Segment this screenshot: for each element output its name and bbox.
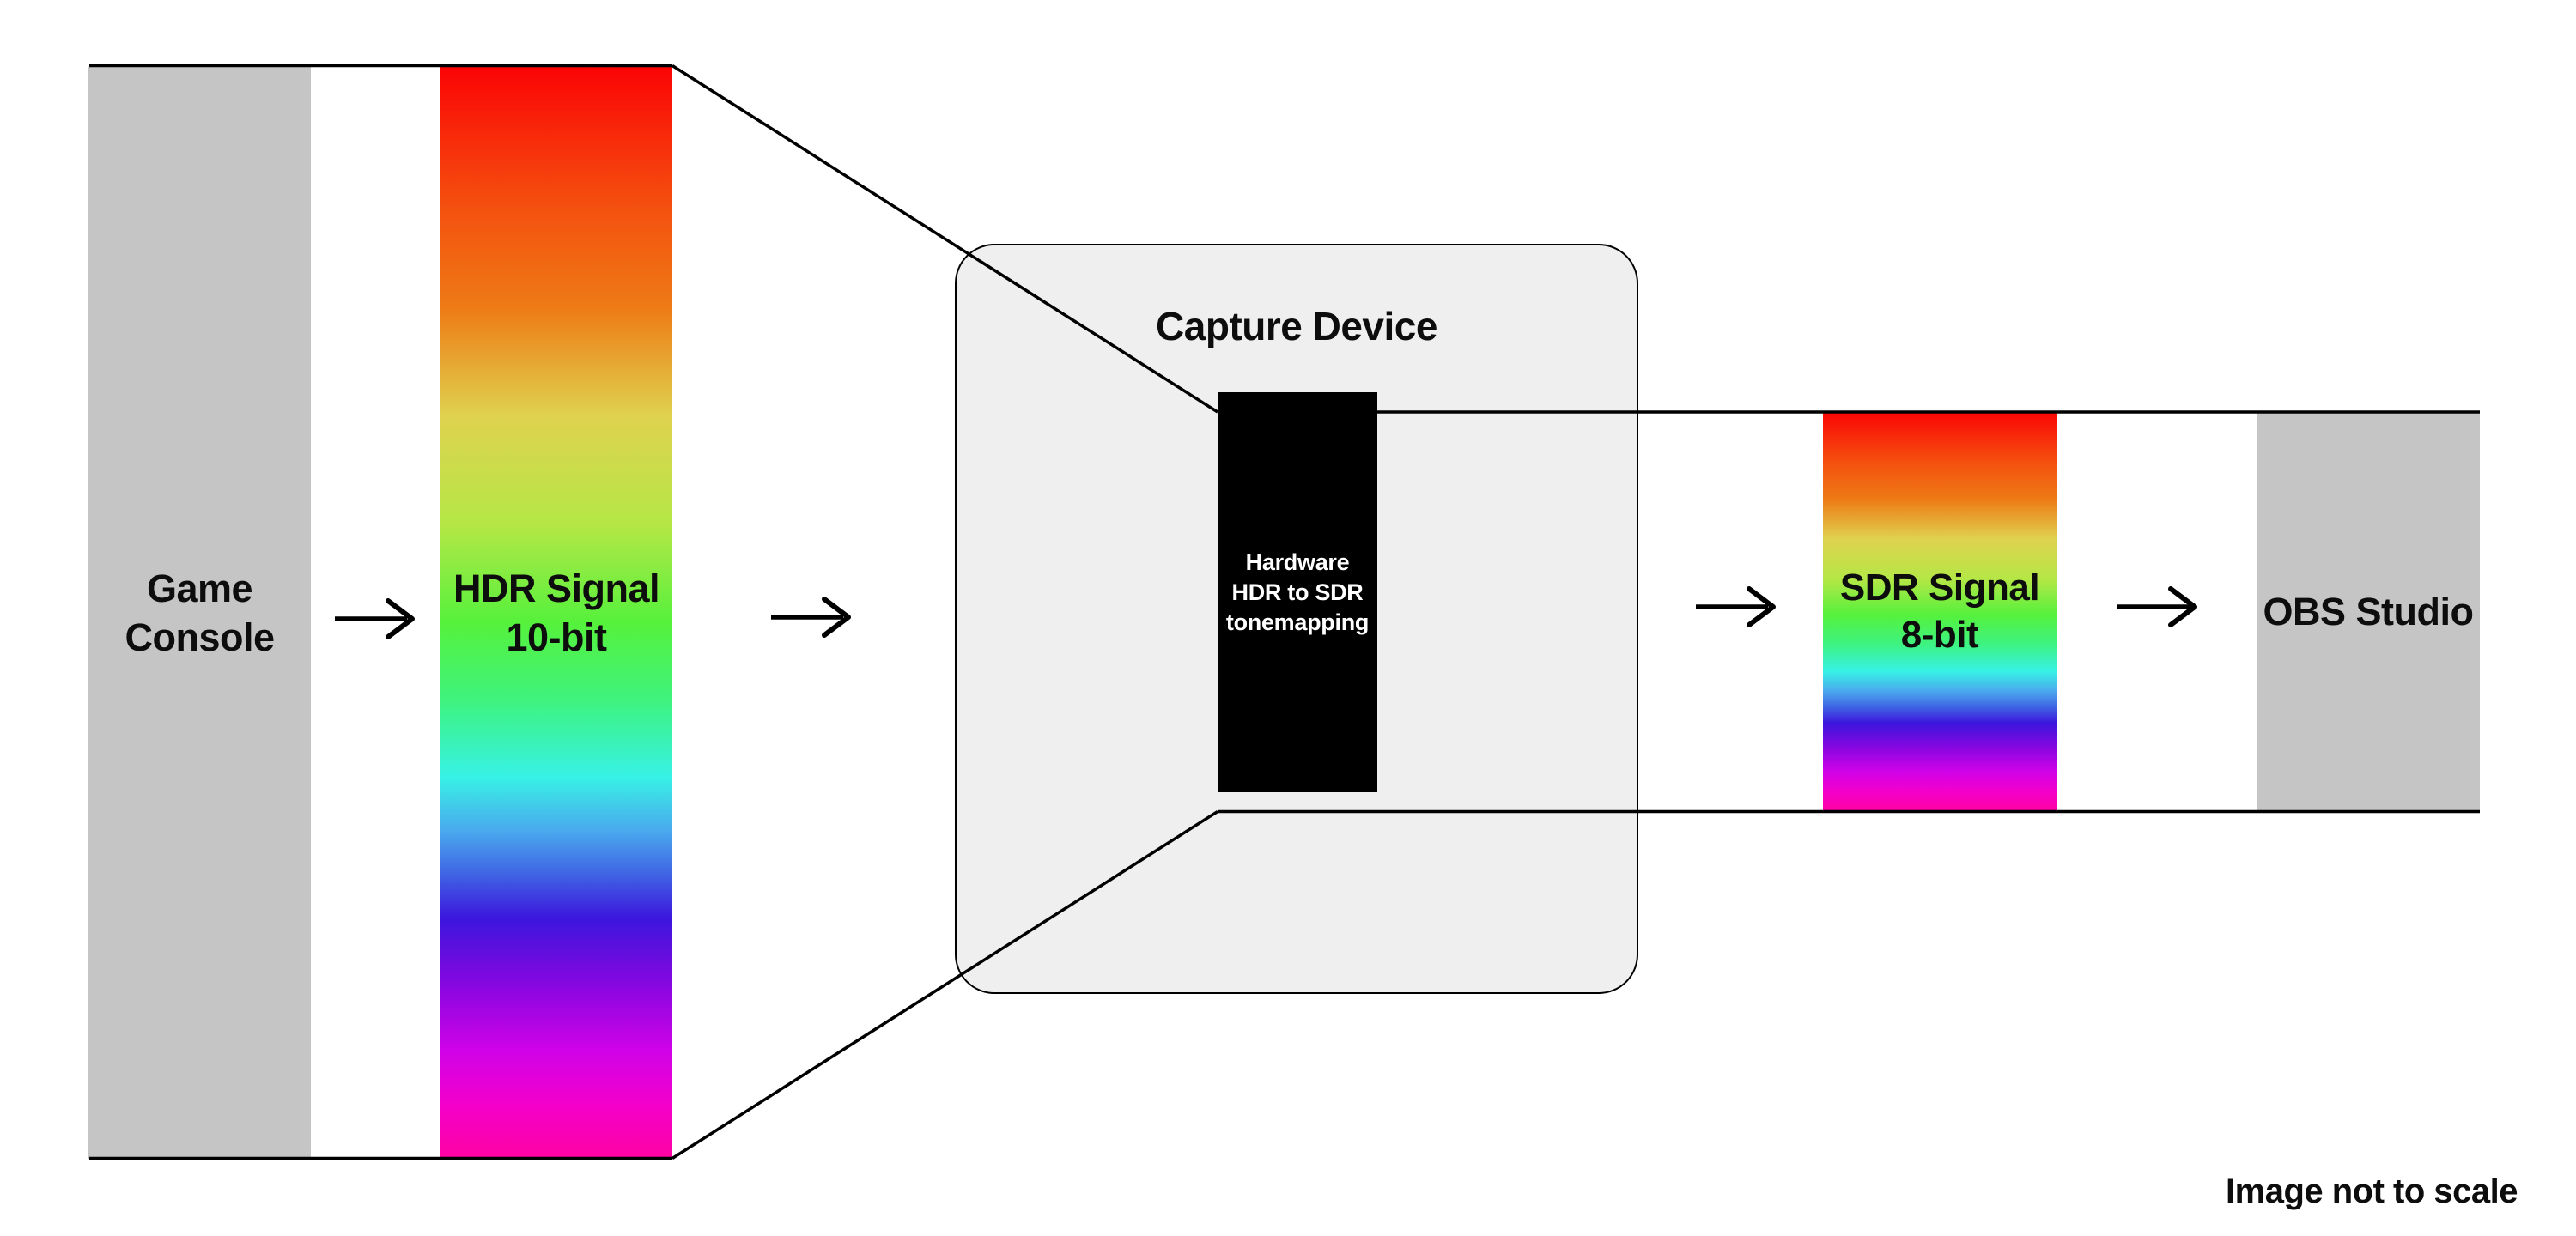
footnote: Image not to scale: [2226, 1172, 2518, 1210]
arrow-icon-4: [2117, 586, 2197, 627]
capture-device-title: Capture Device: [1156, 304, 1437, 348]
arrow-icon-3: [1696, 586, 1776, 627]
arrow-icon-2: [771, 597, 851, 638]
obs-studio-box: [2257, 411, 2480, 811]
hdr-gradient-bar: [440, 67, 672, 1159]
game-console-box: [88, 67, 311, 1159]
capture-device-box: [955, 244, 1638, 994]
sdr-gradient-bar: [1823, 411, 2057, 811]
arrow-icon-1: [335, 598, 415, 639]
